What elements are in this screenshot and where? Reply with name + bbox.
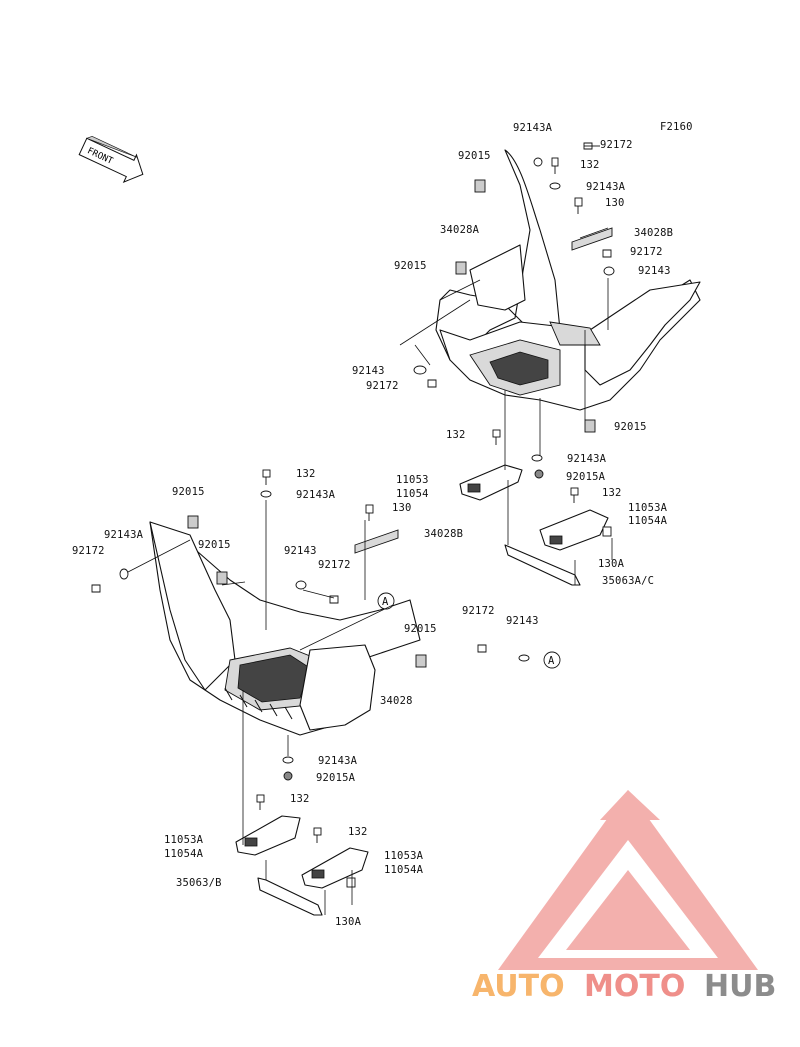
callout-11054: 11054 <box>396 488 429 500</box>
callout-92015-1: 92015 <box>458 150 491 162</box>
callout-92143a-4: 92143A <box>296 489 336 501</box>
brand-moto: MOTO <box>584 969 685 1004</box>
ref-marker-a-upper: A <box>377 592 395 610</box>
callout-34028a: 34028A <box>440 224 480 236</box>
callout-92015-3: 92015 <box>614 421 647 433</box>
callout-92143-2: 92143 <box>352 365 385 377</box>
callout-92015-2: 92015 <box>394 260 427 272</box>
ref-marker-a-lower: A <box>543 651 561 669</box>
callout-92143a-6: 92143A <box>318 755 358 767</box>
callout-11053a-1: 11053A <box>628 502 668 514</box>
callout-92143-3: 92143 <box>284 545 317 557</box>
callout-92172-1: 92172 <box>600 139 633 151</box>
callout-11054a-3: 11054A <box>384 864 424 876</box>
panel-34028a-inner <box>469 244 526 311</box>
callout-11053a-2: 11053A <box>164 834 204 846</box>
callout-labels: 92143A 92172 92015 132 92143A 130 34028A… <box>72 122 673 928</box>
svg-text:A: A <box>382 596 389 608</box>
callout-11053: 11053 <box>396 474 429 486</box>
leader-lines <box>127 278 613 915</box>
right-floorboard-assembly <box>435 149 701 411</box>
callout-132-3: 132 <box>602 487 622 499</box>
callout-132-1: 132 <box>580 159 600 171</box>
callout-11053a-3: 11053A <box>384 850 424 862</box>
callout-92015a-1: 92015A <box>566 471 606 483</box>
fasteners <box>91 142 615 888</box>
step-bracket-11053a-upper <box>539 509 609 551</box>
callout-92172-5: 92172 <box>318 559 351 571</box>
callout-92172-3: 92172 <box>366 380 399 392</box>
watermark-brand: AUTO MOTO HUB <box>472 969 776 1004</box>
callout-130a-2: 130A <box>335 916 362 928</box>
callout-92143a-2: 92143A <box>586 181 626 193</box>
callout-92015-6: 92015 <box>404 623 437 635</box>
step-bracket-11053a-right <box>301 847 369 889</box>
callout-11054a-1: 11054A <box>628 515 668 527</box>
callout-130a-1: 130A <box>598 558 625 570</box>
bracket-34028b-upper <box>571 227 613 251</box>
callout-130-2: 130 <box>392 502 412 514</box>
svg-text:A: A <box>548 655 555 667</box>
front-arrow-icon: FRONT <box>78 136 144 183</box>
callout-132-4: 132 <box>296 468 316 480</box>
callout-35063a-c: 35063A/C <box>602 575 654 587</box>
callout-132-6: 132 <box>348 826 368 838</box>
callout-92172-2: 92172 <box>630 246 663 258</box>
callout-92143a-3: 92143A <box>567 453 607 465</box>
callout-34028b-1: 34028B <box>634 227 673 239</box>
callout-35063-b: 35063/B <box>176 877 222 889</box>
side-panel-left <box>299 644 376 731</box>
callout-92015a-2: 92015A <box>316 772 356 784</box>
callout-11054a-2: 11054A <box>164 848 204 860</box>
callout-92143a-5: 92143A <box>104 529 144 541</box>
step-bracket-11053 <box>459 448 523 501</box>
callout-92015-4: 92015 <box>172 486 205 498</box>
brand-hub: HUB <box>704 969 776 1004</box>
step-bracket-11053a-left <box>235 815 301 856</box>
diagram-code: F2160 <box>660 121 693 133</box>
callout-92143-4: 92143 <box>506 615 539 627</box>
callout-92172-4: 92172 <box>72 545 105 557</box>
stay-35063a <box>504 544 581 586</box>
brand-auto: AUTO <box>472 969 565 1004</box>
bracket-34028b-lower <box>354 529 399 554</box>
callout-132-5: 132 <box>290 793 310 805</box>
callout-34028b-2: 34028B <box>424 528 463 540</box>
fender-right <box>584 281 701 386</box>
callout-34028: 34028 <box>380 695 413 707</box>
callout-132-2: 132 <box>446 429 466 441</box>
callout-130-1: 130 <box>605 197 625 209</box>
callout-92172-6: 92172 <box>462 605 495 617</box>
callout-92015-5: 92015 <box>198 539 231 551</box>
watermark-logo <box>498 790 758 970</box>
callout-92143-1: 92143 <box>638 265 671 277</box>
floorboard-cleats <box>224 687 293 720</box>
callout-92143a-1: 92143A <box>513 122 553 134</box>
